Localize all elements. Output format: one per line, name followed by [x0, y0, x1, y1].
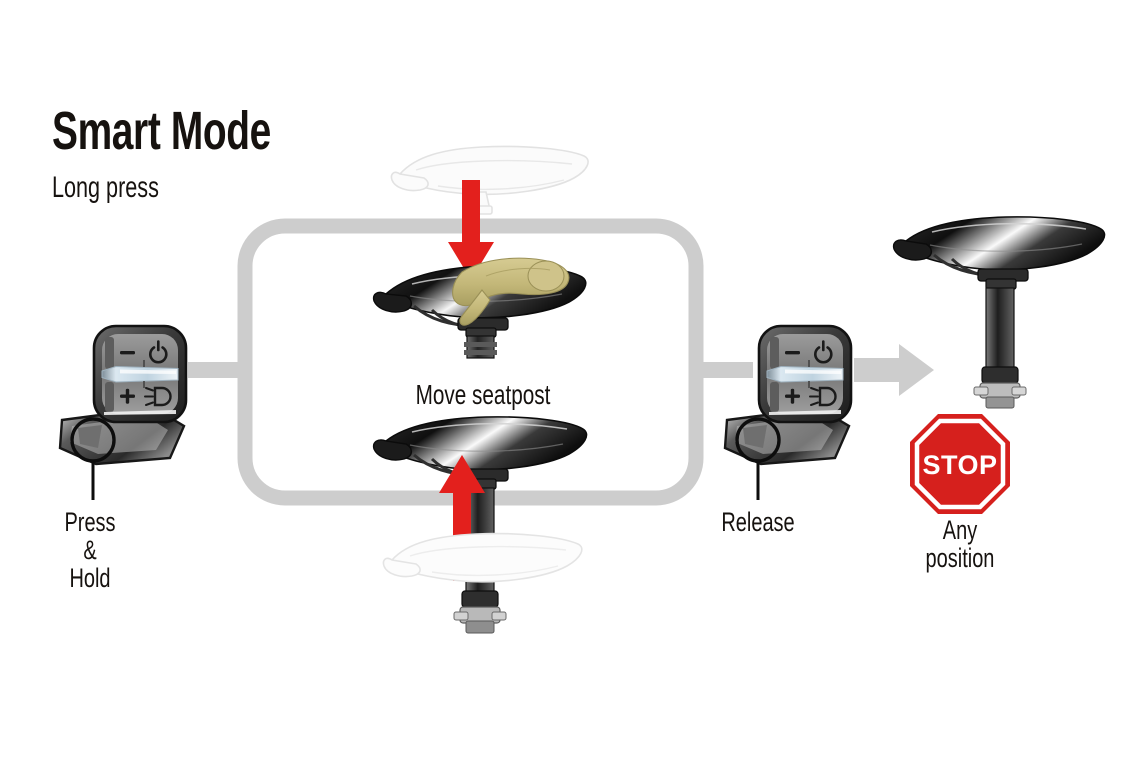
remote-bottom-row[interactable]	[769, 382, 841, 415]
power-icon	[149, 340, 168, 364]
red-arrow-up	[439, 455, 485, 581]
caption-move-seatpost: Move seatpost	[372, 380, 594, 409]
caption-line: Any	[942, 515, 978, 545]
caption-release: Release	[693, 508, 823, 536]
caption-line: Release	[721, 507, 795, 537]
page-subtitle: Long press	[52, 171, 159, 204]
ghost-saddle-down	[382, 532, 583, 583]
headlight-icon	[144, 386, 172, 407]
caption-line: Hold	[69, 563, 111, 594]
plus-button	[120, 388, 135, 404]
minus-button	[120, 351, 135, 355]
connector-right	[691, 362, 753, 378]
remote-indicator-band	[101, 360, 179, 388]
seatpost-with-hand	[372, 257, 587, 359]
caption-any-position: Any position	[898, 516, 1022, 572]
caption-line: Move seatpost	[415, 379, 551, 410]
caption-line: &	[83, 535, 97, 566]
remote-press-hold[interactable]	[58, 322, 208, 500]
dropper-post	[464, 335, 497, 359]
connector-left	[188, 362, 250, 378]
press-hold-callout	[70, 417, 116, 500]
caption-line: position	[925, 543, 995, 574]
remote-release[interactable]	[723, 322, 873, 500]
headlight-icon	[809, 386, 837, 407]
flow-arrow-right	[854, 344, 934, 396]
power-icon	[814, 340, 833, 364]
seatpost-clamp	[977, 268, 1029, 290]
dropper-post	[981, 287, 1019, 384]
caption-line: Press	[64, 507, 116, 537]
caption-press-hold: Press & Hold	[25, 508, 155, 592]
minus-button	[785, 351, 800, 355]
final-seatpost	[892, 216, 1106, 409]
hand-pressing	[452, 257, 570, 326]
release-callout	[735, 417, 781, 500]
remote-bottom-row[interactable]	[104, 382, 176, 415]
saddle	[372, 416, 588, 471]
saddle	[892, 216, 1106, 271]
plus-button	[785, 388, 800, 404]
remote-top-row[interactable]	[105, 337, 168, 369]
red-arrow-down	[448, 180, 494, 280]
seat-clamp-collar	[973, 382, 1027, 409]
stop-sign: STOP	[910, 414, 1010, 514]
page-title: Smart Mode	[52, 101, 271, 161]
remote-indicator-band	[766, 360, 844, 388]
stop-sign-label: STOP	[922, 450, 997, 480]
remote-top-row[interactable]	[770, 337, 833, 369]
seat-clamp-collar	[453, 606, 507, 634]
